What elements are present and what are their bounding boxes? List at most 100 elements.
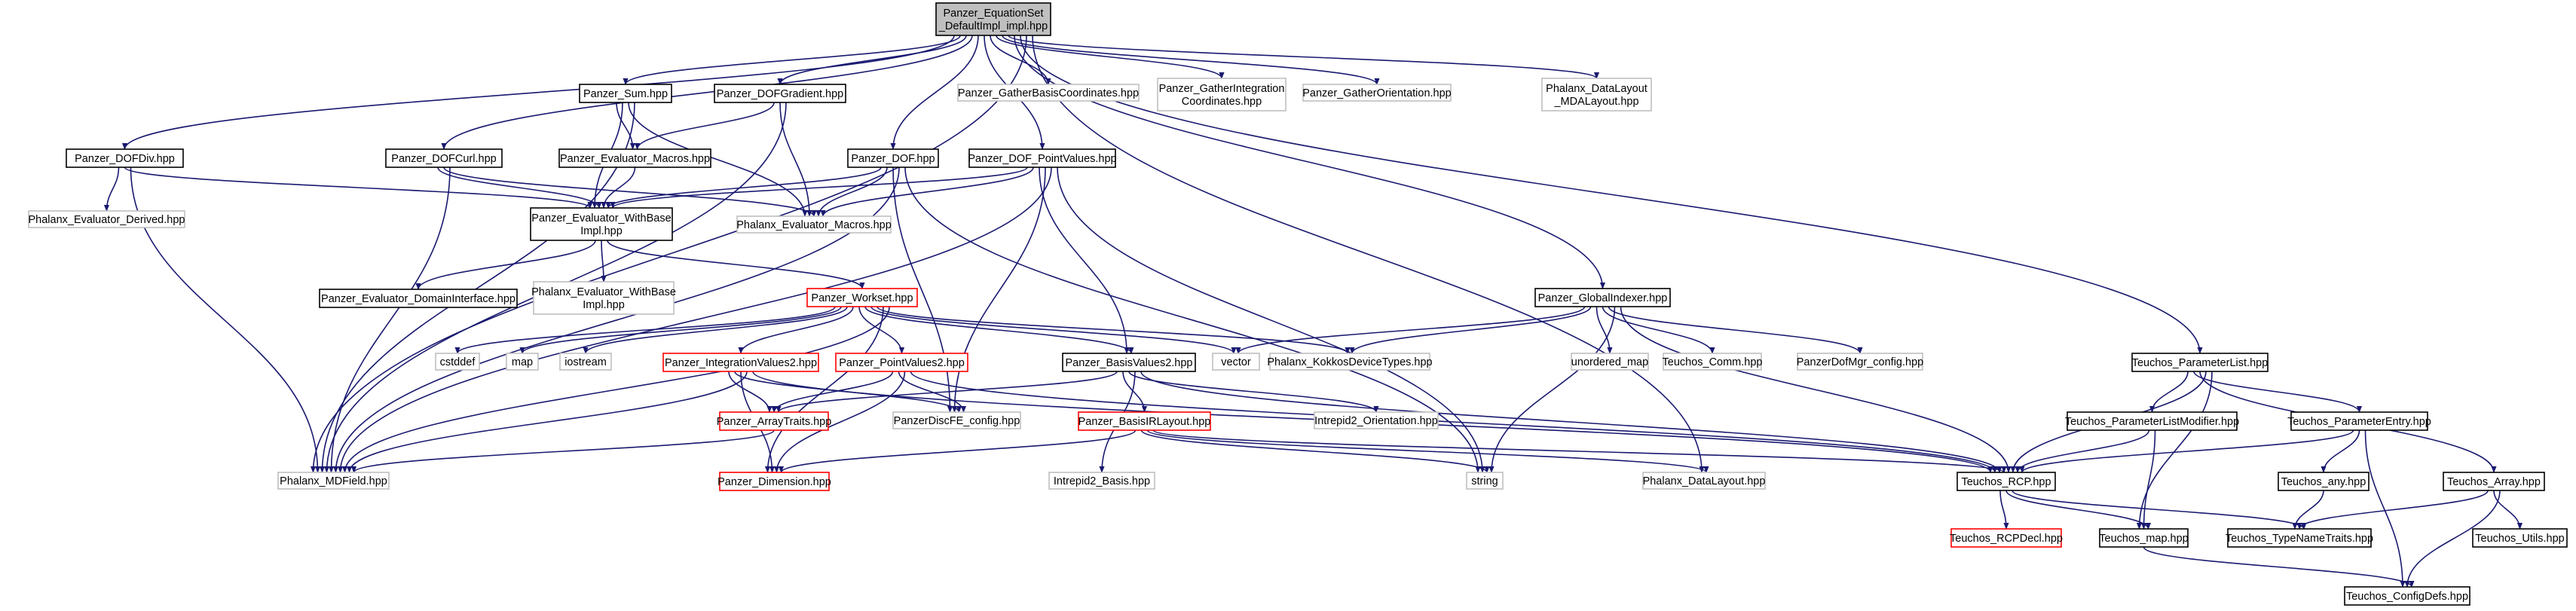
node-workset[interactable]: Panzer_Workset.hpp bbox=[806, 288, 918, 307]
node-box bbox=[1571, 353, 1649, 371]
edge-dofgrad-to-phx-eval-macros bbox=[779, 102, 812, 217]
edge-root-to-dof bbox=[890, 35, 979, 150]
node-dof[interactable]: Panzer_DOF.hpp bbox=[847, 148, 939, 168]
node-cstddef[interactable]: cstddef bbox=[435, 353, 480, 371]
edge-param-list-mod-to-teuchos-map bbox=[2140, 429, 2156, 530]
node-gather-orient[interactable]: Panzer_GatherOrientation.hpp bbox=[1302, 84, 1452, 102]
node-param-list[interactable]: Teuchos_ParameterList.hpp bbox=[2131, 353, 2269, 372]
node-label: Panzer_BasisValues2.hpp bbox=[1065, 357, 1192, 369]
edge-sum-to-pz-eval-macros bbox=[616, 102, 636, 150]
node-vector[interactable]: vector bbox=[1212, 353, 1260, 371]
node-unordered-map[interactable]: unordered_map bbox=[1571, 353, 1649, 371]
node-teuchos-array[interactable]: Teuchos_Array.hpp bbox=[2443, 472, 2545, 491]
node-dofcurl[interactable]: Panzer_DOFCurl.hpp bbox=[385, 148, 503, 168]
node-phx-datalayout[interactable]: Phalanx_DataLayout.hpp bbox=[1642, 472, 1766, 490]
node-phx-mda[interactable]: Phalanx_DataLayout_MDALayout.hpp bbox=[1541, 78, 1652, 112]
node-box bbox=[1269, 353, 1430, 371]
edge-workset-to-phx-kokkos bbox=[877, 306, 1351, 354]
edge-teuchos-map-to-config-defs bbox=[2143, 546, 2415, 588]
node-teuchos-utils[interactable]: Teuchos_Utils.hpp bbox=[2472, 528, 2568, 548]
node-string[interactable]: string bbox=[1466, 472, 1504, 490]
edge-root-to-gather-int bbox=[996, 35, 1225, 79]
node-dimension[interactable]: Panzer_Dimension.hpp bbox=[717, 472, 831, 491]
node-intvals2[interactable]: Panzer_IntegrationValues2.hpp bbox=[662, 353, 819, 372]
node-rcp[interactable]: Teuchos_RCP.hpp bbox=[1956, 472, 2056, 491]
node-param-list-mod[interactable]: Teuchos_ParameterListModifier.hpp bbox=[2065, 411, 2239, 431]
edge-root-to-dofgrad bbox=[777, 35, 967, 85]
node-phx-eval-derived[interactable]: Phalanx_Evaluator_Derived.hpp bbox=[28, 210, 185, 228]
node-teuchos-comm[interactable]: Teuchos_Comm.hpp bbox=[1663, 353, 1763, 371]
node-typename-traits[interactable]: Teuchos_TypeNameTraits.hpp bbox=[2226, 528, 2373, 548]
node-gather-basis[interactable]: Panzer_GatherBasisCoordinates.hpp bbox=[957, 84, 1140, 102]
node-box bbox=[1048, 472, 1155, 490]
node-label: Panzer_GatherIntegration bbox=[1159, 83, 1285, 95]
node-label: Panzer_Evaluator_Macros.hpp bbox=[560, 153, 710, 165]
node-ptvals2[interactable]: Panzer_PointValues2.hpp bbox=[835, 353, 968, 372]
node-label: Panzer_Workset.hpp bbox=[811, 292, 913, 304]
node-pz-eval-macros[interactable]: Panzer_Evaluator_Macros.hpp bbox=[558, 148, 711, 168]
edge-workset-to-map bbox=[519, 306, 842, 354]
node-map[interactable]: map bbox=[506, 353, 539, 371]
edge-basisvals2-to-intrepid-orient bbox=[1128, 371, 1379, 413]
edge-basisvals2-to-basis-ir bbox=[1122, 371, 1148, 413]
edge-pz-eval-wb-to-phx-eval-wb bbox=[601, 240, 607, 283]
edge-basisvals2-to-rcp bbox=[1140, 371, 2002, 473]
node-box bbox=[1314, 411, 1439, 429]
node-dofdiv[interactable]: Panzer_DOFDiv.hpp bbox=[66, 148, 184, 168]
node-box bbox=[2472, 528, 2568, 548]
node-box bbox=[1956, 472, 2056, 491]
node-box bbox=[1663, 353, 1762, 371]
edge-ptvals2-to-discfe-cfg bbox=[898, 371, 967, 413]
edge-root-to-phx-mdfield bbox=[310, 35, 1027, 473]
node-teuchos-any[interactable]: Teuchos_any.hpp bbox=[2278, 472, 2369, 491]
edge-param-list-to-param-list-mod bbox=[2149, 371, 2189, 413]
edge-param-entry-to-rcp bbox=[2019, 429, 2354, 473]
node-label: Panzer_GlobalIndexer.hpp bbox=[1538, 292, 1668, 304]
node-dof-pv[interactable]: Panzer_DOF_PointValues.hpp bbox=[968, 148, 1117, 168]
node-box bbox=[559, 353, 612, 371]
node-box bbox=[847, 148, 939, 168]
node-rcpdecl[interactable]: Teuchos_RCPDecl.hpp bbox=[1950, 528, 2063, 548]
node-box bbox=[66, 148, 184, 168]
node-label: Phalanx_KokkosDeviceTypes.hpp bbox=[1267, 356, 1432, 368]
node-phx-kokkos[interactable]: Phalanx_KokkosDeviceTypes.hpp bbox=[1267, 353, 1433, 371]
node-param-entry[interactable]: Teuchos_ParameterEntry.hpp bbox=[2287, 411, 2431, 431]
edge-root-to-phx-mda bbox=[1008, 35, 1599, 79]
node-intrepid-basis[interactable]: Intrepid2_Basis.hpp bbox=[1048, 472, 1155, 490]
edge-param-entry-to-teuchos-any bbox=[2321, 429, 2360, 473]
node-box bbox=[277, 472, 390, 490]
node-array-traits[interactable]: Panzer_ArrayTraits.hpp bbox=[717, 411, 832, 431]
node-box bbox=[968, 148, 1116, 168]
nodes-layer: Panzer_EquationSet_DefaultImpl_impl.hppP… bbox=[28, 2, 2568, 606]
node-basis-ir[interactable]: Panzer_BasisIRLayout.hpp bbox=[1078, 411, 1211, 431]
edge-globalidx-to-dofmgr-cfg bbox=[1608, 306, 1863, 354]
node-label: Phalanx_DataLayout bbox=[1546, 83, 1647, 95]
node-config-defs[interactable]: Teuchos_ConfigDefs.hpp bbox=[2344, 586, 2470, 606]
node-discfe-cfg[interactable]: PanzerDiscFE_config.hpp bbox=[892, 411, 1021, 429]
node-label: Teuchos_Comm.hpp bbox=[1663, 356, 1763, 368]
node-label: PanzerDofMgr_config.hpp bbox=[1797, 356, 1923, 368]
node-iostream[interactable]: iostream bbox=[559, 353, 612, 371]
node-label: Phalanx_Evaluator_WithBase bbox=[531, 286, 676, 298]
edge-rcp-to-teuchos-map bbox=[2005, 490, 2152, 530]
node-globalidx[interactable]: Panzer_GlobalIndexer.hpp bbox=[1534, 288, 1671, 307]
node-phx-mdfield[interactable]: Phalanx_MDField.hpp bbox=[277, 472, 390, 490]
node-dofgrad[interactable]: Panzer_DOFGradient.hpp bbox=[714, 84, 846, 103]
node-phx-eval-macros[interactable]: Phalanx_Evaluator_Macros.hpp bbox=[736, 215, 892, 234]
node-sum[interactable]: Panzer_Sum.hpp bbox=[579, 84, 672, 103]
node-box bbox=[892, 411, 1021, 429]
edge-workset-to-phx-mdfield bbox=[341, 306, 890, 473]
node-label: vector bbox=[1221, 356, 1251, 368]
node-dofmgr-cfg[interactable]: PanzerDofMgr_config.hpp bbox=[1797, 353, 1923, 371]
node-teuchos-map[interactable]: Teuchos_map.hpp bbox=[2099, 528, 2189, 548]
node-label: Impl.hpp bbox=[583, 299, 625, 311]
edge-globalidx-to-vector bbox=[1235, 306, 1586, 354]
node-intrepid-orient[interactable]: Intrepid2_Orientation.hpp bbox=[1314, 411, 1439, 429]
node-label: Panzer_DOFGradient.hpp bbox=[717, 88, 843, 100]
node-label: Panzer_GatherOrientation.hpp bbox=[1302, 87, 1452, 99]
node-basisvals2[interactable]: Panzer_BasisValues2.hpp bbox=[1062, 353, 1196, 372]
node-pz-domain[interactable]: Panzer_Evaluator_DomainInterface.hpp bbox=[319, 289, 518, 308]
